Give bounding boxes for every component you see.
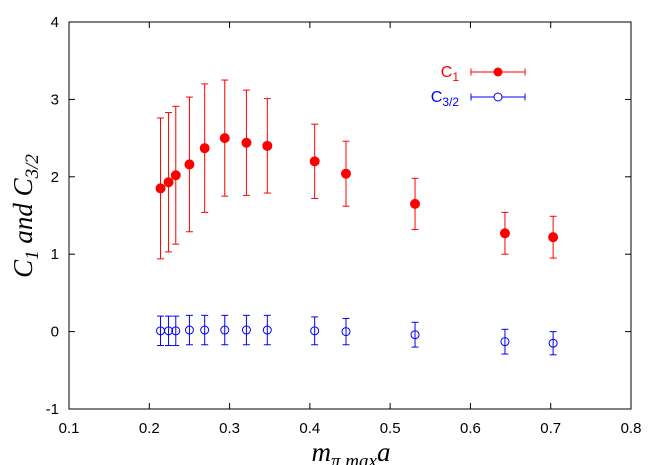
data-point	[184, 159, 195, 170]
data-point	[410, 198, 421, 209]
y-tick-label: 1	[51, 246, 59, 263]
y-tick-label: 0	[51, 324, 59, 341]
y-tick-labels: -1 0 1 2 3 4	[46, 14, 59, 418]
axis-ticks	[68, 21, 632, 410]
y-tick-label: 3	[51, 91, 59, 108]
series-c32	[156, 314, 558, 356]
legend-marker	[493, 92, 503, 102]
data-point	[241, 325, 251, 335]
data-point	[219, 133, 230, 144]
plot-frame	[68, 21, 632, 410]
data-point	[500, 337, 510, 347]
y-axis-label: C1 and C3/2	[8, 154, 43, 278]
data-point	[241, 137, 252, 148]
legend-c1-sub: 1	[452, 70, 459, 84]
x-tick-labels: 0.1 0.2 0.3 0.4 0.5 0.6 0.7 0.8	[59, 420, 642, 437]
x-tick-label: 0.8	[621, 420, 642, 437]
data-point	[341, 327, 351, 337]
series-c1	[155, 79, 559, 260]
x-tick-label: 0.6	[460, 420, 481, 437]
data-point	[199, 143, 210, 154]
legend-c32-main: C	[431, 89, 443, 106]
data-point	[155, 183, 166, 194]
legend-marks	[470, 67, 526, 102]
y-tick-label: 2	[51, 169, 59, 186]
y-label-c32-sub: 3/2	[22, 154, 43, 180]
data-point	[220, 325, 230, 335]
data-point	[548, 232, 559, 243]
x-label-tail: a	[377, 437, 391, 465]
y-tick-label: 4	[51, 14, 59, 31]
x-axis-label: mπ,maxa	[312, 437, 391, 465]
series-layer	[155, 79, 559, 356]
x-tick-label: 0.1	[59, 420, 80, 437]
legend-label-c1: C1	[441, 64, 460, 84]
data-point	[200, 325, 210, 335]
legend-label-c32: C3/2	[431, 89, 460, 109]
x-label-sub: π,max	[331, 451, 377, 465]
data-point	[262, 325, 272, 335]
legend: C1 C3/2	[431, 64, 526, 109]
data-point	[163, 177, 174, 188]
x-tick-label: 0.4	[299, 420, 320, 437]
legend-c1-main: C	[441, 64, 453, 81]
y-label-c1-main: C	[8, 259, 38, 278]
data-point	[310, 326, 320, 336]
x-label-main: m	[312, 437, 332, 465]
data-point	[309, 156, 320, 167]
x-tick-label: 0.7	[540, 420, 561, 437]
y-tick-label: -1	[46, 401, 59, 418]
y-label-mid: and C	[8, 177, 38, 250]
data-point	[499, 228, 510, 239]
data-point	[548, 338, 558, 348]
data-point	[262, 140, 273, 151]
x-tick-label: 0.2	[139, 420, 160, 437]
legend-marker	[493, 67, 503, 77]
data-point	[184, 325, 194, 335]
y-label-c1-sub: 1	[22, 250, 43, 260]
legend-c32-sub: 3/2	[442, 95, 459, 109]
data-point	[164, 326, 174, 336]
data-point	[171, 326, 181, 336]
data-point	[170, 170, 181, 181]
data-point	[340, 168, 351, 179]
x-tick-label: 0.5	[380, 420, 401, 437]
data-point	[410, 330, 420, 340]
x-tick-label: 0.3	[219, 420, 240, 437]
